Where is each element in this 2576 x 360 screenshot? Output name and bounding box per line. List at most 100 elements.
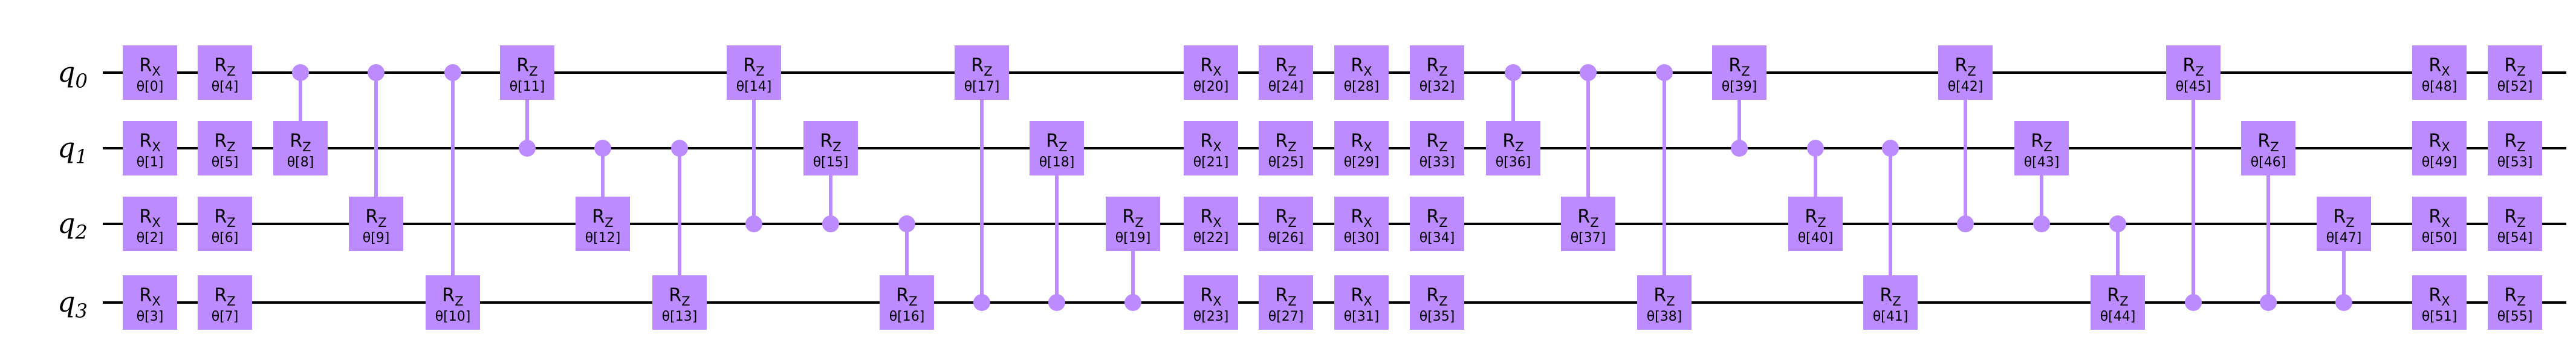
gate-label-sub: X [2441, 294, 2450, 309]
gate-label-sub: Z [2517, 294, 2525, 309]
rz-gate: RZθ[24] [1259, 45, 1313, 100]
gate-box [2488, 197, 2542, 251]
gate-layer: RXθ[0]RXθ[1]RXθ[2]RXθ[3]RZθ[4]RZθ[5]RZθ[… [123, 45, 2542, 330]
gate-label-main: R [1351, 206, 1363, 227]
gate-label-sub: Z [1288, 294, 1296, 309]
gate-box [1334, 197, 1389, 251]
gate-box [1259, 45, 1313, 100]
gate-label-sub: Z [1741, 64, 1750, 79]
gate-box [426, 275, 480, 330]
gate-param: θ[43] [2024, 155, 2060, 170]
gate-label-main: R [1200, 55, 1213, 76]
gate-label-main: R [2428, 131, 2441, 152]
qubit-label-q0: q0 [57, 56, 88, 93]
gate-param: θ[23] [1193, 309, 1229, 324]
gate-label-main: R [743, 55, 756, 76]
gate-label: RX [1351, 55, 1372, 79]
gate-label-sub: Z [605, 215, 613, 230]
gate-param: θ[47] [2326, 231, 2362, 246]
gate-box [1106, 197, 1160, 251]
qubit-label-index: 3 [75, 299, 87, 322]
gate-label-main: R [2504, 55, 2517, 76]
gate-param: θ[7] [212, 309, 239, 324]
gate-box [880, 275, 934, 330]
gate-param: θ[1] [137, 155, 164, 170]
control-dot [671, 140, 688, 157]
rz-gate: RZθ[34] [1410, 197, 1464, 251]
gate-label: RZ [971, 55, 992, 79]
rz-gate: RZθ[7] [198, 275, 252, 330]
qubit-label-q1: q1 [57, 131, 88, 168]
gate-box [1486, 121, 1540, 175]
gate-box [955, 45, 1009, 100]
control-dot [1807, 140, 1824, 157]
gate-label-main: R [442, 285, 455, 306]
gate-label-sub: Z [1817, 215, 1826, 230]
rx-gate: RXθ[50] [2412, 197, 2467, 251]
gate-label-main: R [2428, 206, 2441, 227]
gate-label: RZ [2504, 55, 2525, 79]
gate-box [2488, 121, 2542, 175]
control-dot [822, 215, 839, 232]
gate-param: θ[34] [1419, 231, 1455, 246]
gate-label: RZ [1955, 55, 1976, 79]
crz-gate: RZθ[47] [2317, 197, 2371, 251]
crz-gate: RZθ[14] [727, 45, 781, 100]
gate-label-sub: X [152, 215, 160, 230]
gate-box [652, 275, 707, 330]
gate-label-sub: Z [1892, 294, 1901, 309]
crz-gate: RZθ[17] [955, 45, 1009, 100]
gate-box [1334, 275, 1389, 330]
gate-label-sub: Z [227, 140, 235, 154]
gate-label-sub: X [1213, 64, 1221, 79]
gate-label-sub: Z [2195, 64, 2204, 79]
crz-gate: RZθ[41] [1863, 275, 1918, 330]
gate-label-sub: Z [909, 294, 917, 309]
gate-box [576, 197, 630, 251]
rz-gate: RZθ[54] [2488, 197, 2542, 251]
gate-label-main: R [669, 285, 681, 306]
gate-label-main: R [1275, 285, 1288, 306]
control-dot [2335, 294, 2352, 311]
gate-box [1863, 275, 1918, 330]
gate-box [803, 121, 858, 175]
gate-param: θ[37] [1571, 231, 1606, 246]
gate-param: θ[51] [2422, 309, 2458, 324]
crz-gate: RZθ[44] [2091, 275, 2145, 330]
gate-label-main: R [1955, 55, 1967, 76]
crz-gate: RZθ[12] [576, 197, 630, 251]
gate-label-main: R [2504, 285, 2517, 306]
rz-gate: RZθ[25] [1259, 121, 1313, 175]
gate-label: RZ [1805, 206, 1826, 230]
gate-label-main: R [214, 206, 227, 227]
crz-gate: RZθ[8] [273, 121, 328, 175]
gate-box [2166, 45, 2221, 100]
gate-box [123, 121, 177, 175]
control-dot [1731, 140, 1748, 157]
gate-param: θ[18] [1039, 155, 1075, 170]
gate-box [349, 197, 403, 251]
gate-param: θ[20] [1193, 79, 1229, 94]
crz-gate: RZθ[40] [1788, 197, 1843, 251]
gate-label: RZ [214, 206, 235, 230]
gate-param: θ[44] [2100, 309, 2136, 324]
gate-label-sub: X [1213, 294, 1221, 309]
rx-gate: RXθ[20] [1184, 45, 1238, 100]
gate-label-sub: X [152, 140, 160, 154]
gate-label-sub: Z [2346, 215, 2354, 230]
gate-label: RZ [2504, 131, 2525, 154]
gate-label: RZ [2182, 55, 2204, 79]
gate-box [1259, 275, 1313, 330]
gate-label-sub: Z [1590, 215, 1598, 230]
gate-label-sub: Z [756, 64, 764, 79]
gate-param: θ[24] [1268, 79, 1304, 94]
crz-gate: RZθ[37] [1561, 197, 1615, 251]
gate-label-sub: Z [1515, 140, 1523, 154]
gate-box [123, 45, 177, 100]
gate-box [1410, 45, 1464, 100]
gate-label-main: R [214, 285, 227, 306]
gate-label-main: R [139, 131, 152, 152]
rx-gate: RXθ[21] [1184, 121, 1238, 175]
